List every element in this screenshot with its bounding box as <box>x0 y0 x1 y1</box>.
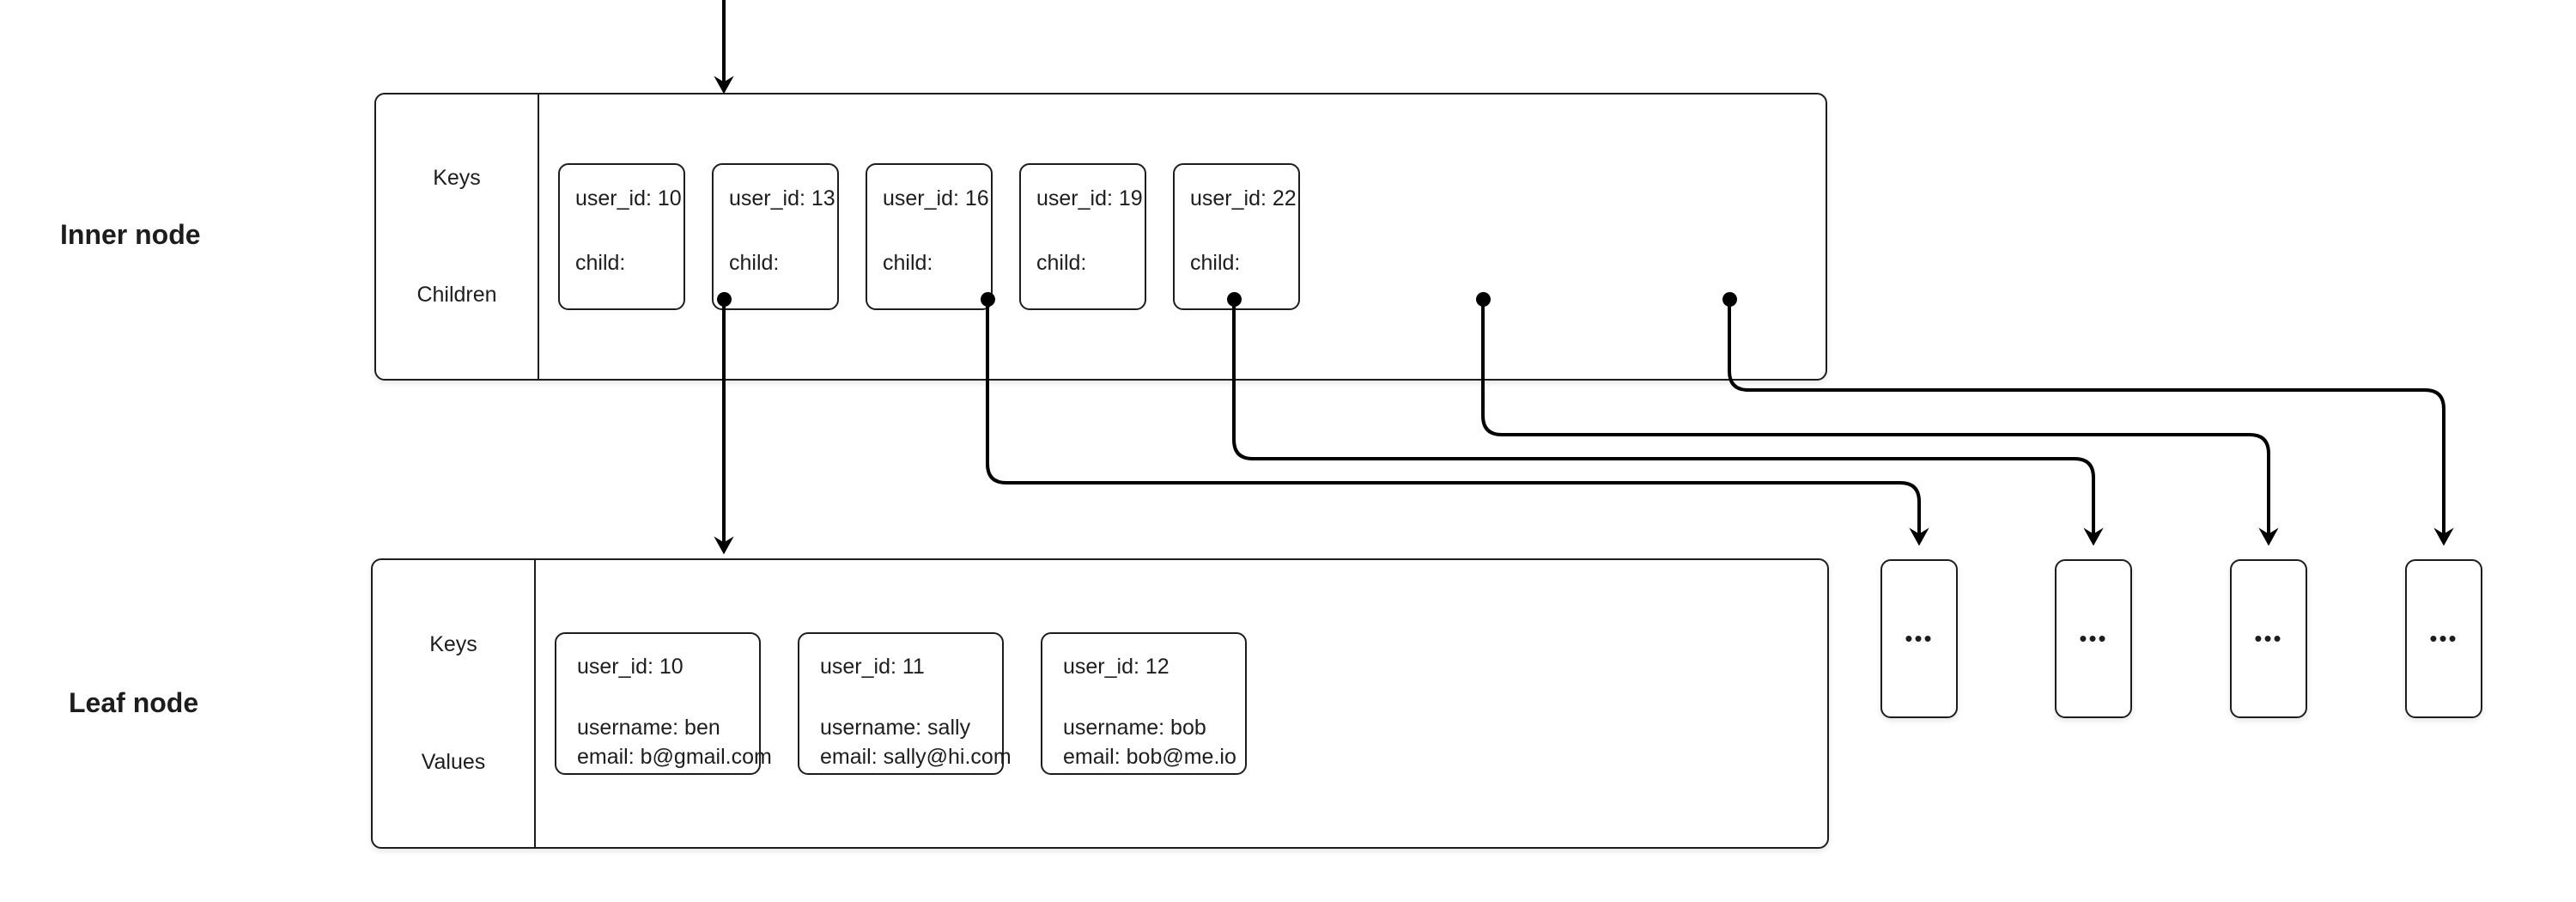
inner-node-label-column: Keys Children <box>376 94 539 379</box>
inner-cell-child-label: child: <box>1190 251 1241 275</box>
inner-cell-child-label: child: <box>883 251 933 275</box>
inner-cell-4[interactable]: user_id: 22 child: <box>1173 163 1300 310</box>
leaf-cell-username: username: ben <box>577 716 720 740</box>
leaf-node-label-column: Keys Values <box>373 560 536 847</box>
inner-cell-child-label: child: <box>575 251 626 275</box>
leaf-cell-username: username: sally <box>820 716 971 740</box>
sibling-leaf-ellipsis: ••• <box>2429 625 2458 651</box>
child-pointer-dot-4[interactable] <box>1722 292 1737 307</box>
sibling-leaf-0[interactable]: ••• <box>1880 559 1958 718</box>
sibling-leaf-1[interactable]: ••• <box>2055 559 2132 718</box>
inner-node-keys-label: Keys <box>433 166 481 191</box>
inner-node-title: Inner node <box>60 219 201 250</box>
inner-cell-1[interactable]: user_id: 13 child: <box>712 163 839 310</box>
inner-cell-2[interactable]: user_id: 16 child: <box>866 163 993 310</box>
child-pointer-dot-3[interactable] <box>1476 292 1491 307</box>
inner-cell-key: user_id: 13 <box>729 186 835 210</box>
child-pointer-dot-2[interactable] <box>1227 292 1242 307</box>
leaf-cell-username: username: bob <box>1063 716 1206 740</box>
inner-cell-child-label: child: <box>1036 251 1087 275</box>
leaf-cell-key: user_id: 10 <box>577 655 683 679</box>
leaf-cell-email: email: sally@hi.com <box>820 745 1012 769</box>
leaf-cell-values: username: bob email: bob@me.io <box>1063 713 1236 771</box>
sibling-leaf-ellipsis: ••• <box>1905 625 1934 651</box>
leaf-cell-1[interactable]: user_id: 11 username: sally email: sally… <box>798 632 1012 775</box>
child-pointer-dot-1[interactable] <box>981 292 995 307</box>
leaf-node-keys-label: Keys <box>429 632 477 656</box>
leaf-node-cells: user_id: 10 username: ben email: b@gmail… <box>555 560 1805 847</box>
leaf-cell-key: user_id: 12 <box>1063 655 1170 679</box>
leaf-cell-email: email: bob@me.io <box>1063 745 1236 769</box>
sibling-leaf-ellipsis: ••• <box>2079 625 2108 651</box>
leaf-cell-email: email: b@gmail.com <box>577 745 772 769</box>
sibling-leaf-2[interactable]: ••• <box>2230 559 2307 718</box>
leaf-node-title: Leaf node <box>69 687 199 718</box>
inner-cell-key: user_id: 16 <box>883 186 989 210</box>
inner-node[interactable]: Keys Children user_id: 10 child: user_id… <box>374 93 1827 381</box>
inner-cell-child-label: child: <box>729 251 780 275</box>
child-pointer-dot-0[interactable] <box>717 292 732 307</box>
inner-node-cells: user_id: 10 child: user_id: 13 child: us… <box>558 94 1801 379</box>
inner-cell-key: user_id: 10 <box>575 186 682 210</box>
sibling-leaf-ellipsis: ••• <box>2254 625 2283 651</box>
leaf-cell-values: username: ben email: b@gmail.com <box>577 713 772 771</box>
leaf-node-values-label: Values <box>421 750 486 774</box>
leaf-cell-2[interactable]: user_id: 12 username: bob email: bob@me.… <box>1041 632 1247 775</box>
inner-cell-0[interactable]: user_id: 10 child: <box>558 163 685 310</box>
edge-child-4 <box>1728 299 2454 546</box>
inner-node-children-label: Children <box>416 282 497 307</box>
leaf-cell-key: user_id: 11 <box>820 655 925 679</box>
inner-cell-3[interactable]: user_id: 19 child: <box>1019 163 1146 310</box>
leaf-cell-values: username: sally email: sally@hi.com <box>820 713 1012 771</box>
leaf-node[interactable]: Keys Values user_id: 10 username: ben em… <box>371 558 1829 849</box>
inner-cell-key: user_id: 22 <box>1190 186 1297 210</box>
inner-cell-key: user_id: 19 <box>1036 186 1143 210</box>
leaf-cell-0[interactable]: user_id: 10 username: ben email: b@gmail… <box>555 632 772 775</box>
sibling-leaf-3[interactable]: ••• <box>2405 559 2482 718</box>
